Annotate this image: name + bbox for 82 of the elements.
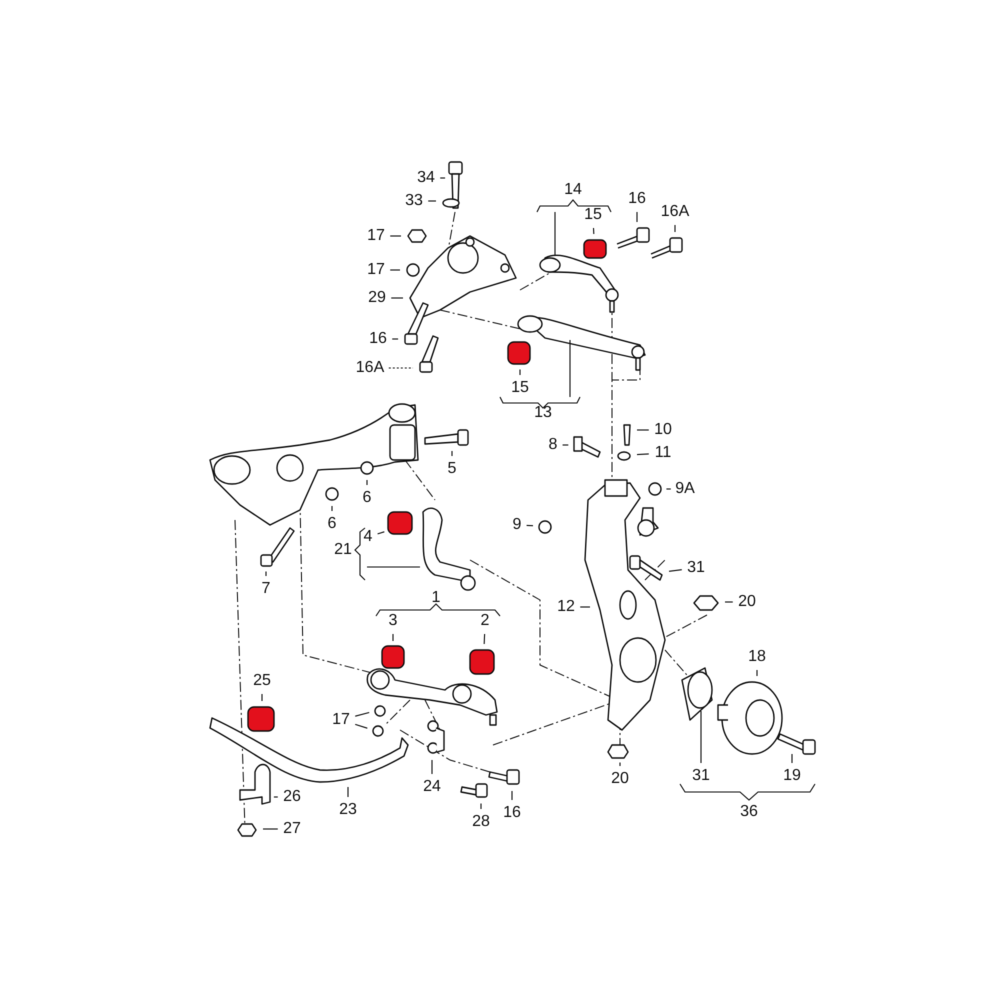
leader-line — [484, 634, 486, 644]
leader-line — [440, 177, 446, 179]
leader-line — [562, 444, 568, 446]
callout-number: 16A — [660, 203, 690, 221]
callout-number: 33 — [404, 192, 424, 210]
callout-number: 9A — [674, 480, 696, 498]
leader-line — [261, 694, 263, 701]
callout-number: 23 — [338, 801, 358, 819]
callout-number: 17 — [331, 711, 351, 729]
leader-line — [390, 235, 401, 237]
callout-number: 16 — [368, 330, 388, 348]
callout-number: 29 — [367, 289, 387, 307]
leader-line — [666, 488, 671, 490]
callout-number: 11 — [654, 444, 672, 462]
leader-line — [366, 480, 368, 485]
callout-number: 6 — [362, 489, 372, 507]
callout-number: 8 — [548, 436, 558, 454]
callout-number: 16A — [354, 359, 386, 377]
callout-number: 20 — [737, 593, 757, 611]
callout-number: 15 — [510, 379, 530, 397]
callout-number: 17 — [366, 227, 386, 245]
leader-line — [431, 760, 433, 774]
callout-number: 26 — [282, 788, 302, 806]
leader-line — [791, 754, 793, 763]
callout-number: 14 — [563, 181, 583, 199]
leader-line — [756, 670, 758, 676]
callout-number: 15 — [583, 206, 603, 224]
callout-number: 25 — [252, 672, 272, 690]
leader-line — [392, 634, 394, 641]
callout-number: 2 — [480, 612, 490, 630]
callout-number: 16 — [502, 804, 522, 822]
callout-number: 27 — [282, 820, 302, 838]
callout-number: 18 — [747, 648, 767, 666]
leader-line — [390, 269, 400, 271]
leader-line — [355, 724, 368, 729]
leader-line — [637, 429, 649, 431]
callout-number: 3 — [388, 612, 398, 630]
leader-line — [636, 453, 649, 456]
callout-number: 13 — [533, 404, 553, 422]
callout-number: 36 — [739, 803, 759, 821]
leader-line — [355, 712, 370, 717]
leader-line — [526, 524, 534, 526]
leader-line — [511, 791, 513, 800]
callout-number: 20 — [610, 770, 630, 788]
callout-number: 1 — [430, 589, 442, 607]
callout-number: 7 — [260, 580, 272, 598]
leader-line — [391, 297, 403, 299]
leader-line — [347, 787, 349, 797]
callout-number: 19 — [782, 767, 802, 785]
callout-number: 4 — [362, 528, 374, 546]
callout-number: 10 — [653, 421, 673, 439]
callout-number: 31 — [686, 559, 706, 577]
callout-number: 17 — [366, 261, 386, 279]
leader-line — [392, 338, 398, 340]
callout-number: 31 — [691, 767, 711, 785]
leader-line — [428, 200, 436, 202]
leader-line — [480, 804, 482, 809]
leader-line — [451, 451, 453, 456]
leader-line — [619, 762, 621, 766]
leader-line — [274, 796, 278, 798]
callout-number: 28 — [471, 813, 491, 831]
callout-number: 24 — [422, 778, 442, 796]
callout-number: 9 — [512, 516, 522, 534]
leader-line — [592, 228, 594, 234]
leader-line — [331, 506, 333, 511]
callout-number: 16 — [627, 190, 647, 208]
callout-number: 34 — [416, 169, 436, 187]
callout-number: 21 — [333, 541, 353, 559]
leader-line — [519, 370, 521, 375]
callout-number: 5 — [446, 460, 458, 478]
leader-line — [725, 601, 733, 603]
leader-line — [636, 212, 638, 222]
leader-line — [263, 828, 278, 830]
leader-line — [668, 569, 682, 572]
leader-line — [388, 367, 413, 369]
leader-line — [700, 711, 702, 763]
leader-line — [265, 572, 267, 576]
leader-line — [580, 606, 590, 608]
callout-number: 12 — [556, 598, 576, 616]
callout-number: 6 — [326, 515, 338, 533]
leader-line — [674, 225, 676, 232]
leader-line — [377, 531, 384, 534]
